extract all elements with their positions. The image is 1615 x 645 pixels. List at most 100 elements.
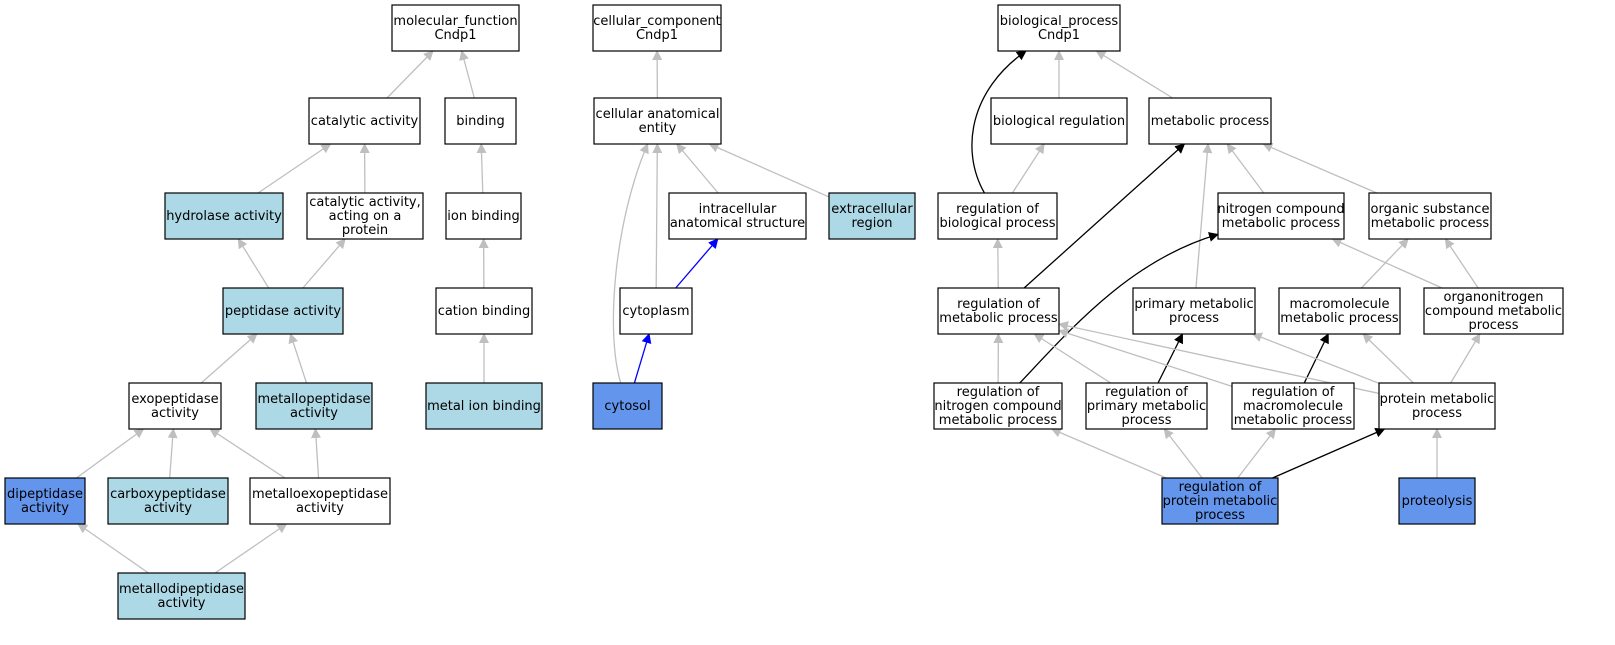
node-label-reg_nitro-line-0: regulation of (957, 385, 1040, 400)
edge-reg_macro-to-reg_metab (1058, 328, 1233, 387)
node-cation_binding[interactable]: cation binding (435, 287, 533, 335)
edge-protein_metab-to-reg_metab (1058, 321, 1380, 395)
node-box-bio_reg (990, 97, 1128, 145)
node-ion_binding[interactable]: ion binding (445, 192, 522, 240)
edge-dipeptidase-to-exopeptidase (76, 428, 145, 479)
node-label-cat_protein-line-1: acting on a (329, 209, 402, 224)
node-label-ion_binding-line-0: ion binding (447, 209, 519, 224)
node-label-reg_primary-line-2: process (1122, 413, 1172, 428)
node-label-metallodipep-line-0: metallodipeptidase (119, 582, 244, 597)
node-label-metalloexo-line-0: metalloexopeptidase (252, 487, 388, 502)
node-bio_reg[interactable]: biological regulation (990, 97, 1128, 145)
node-metal_ion[interactable]: metal ion binding (425, 382, 543, 430)
node-label-reg_nitro-line-2: metabolic process (939, 413, 1058, 428)
node-label-protein_metab-line-1: process (1412, 406, 1462, 421)
node-label-metal_ion-line-0: metal ion binding (427, 399, 541, 414)
edge-reg_nitro-to-nitro_metab (1019, 232, 1219, 384)
node-label-cat_protein-line-2: protein (342, 223, 388, 238)
edge-protein_metab-to-organonitro (1450, 333, 1481, 384)
node-metab[interactable]: metabolic process (1148, 97, 1272, 145)
node-label-reg_primary-line-1: primary metabolic (1087, 399, 1206, 414)
node-box-organonitro (1423, 287, 1564, 335)
node-box-ion_binding (445, 192, 522, 240)
node-label-cytoplasm-line-0: cytoplasm (622, 304, 689, 319)
node-cytoplasm[interactable]: cytoplasm (619, 287, 693, 335)
node-label-binding-line-0: binding (456, 114, 504, 129)
edge-metalloexo-to-exopeptidase (209, 428, 286, 479)
node-label-nitro_metab-line-0: nitrogen compound (1217, 202, 1344, 217)
node-label-bp_root-line-0: biological_process (1000, 14, 1119, 29)
node-box-org_sub (1368, 192, 1492, 240)
node-catalytic[interactable]: catalytic activity (308, 97, 421, 145)
edge-protein_metab-to-primary (1251, 332, 1380, 384)
edge-reg_bio-to-bp_root (971, 50, 1027, 194)
edge-hydrolase-to-catalytic (257, 143, 332, 194)
node-label-org_sub-line-1: metabolic process (1371, 216, 1490, 231)
edge-metalloexo-to-metallopeptidase (311, 428, 322, 479)
node-box-cell_anat (593, 97, 722, 145)
edge-cytoplasm-to-intracell (675, 238, 719, 289)
node-label-reg_bio-line-0: regulation of (956, 202, 1039, 217)
node-label-reg_macro-line-1: macromolecule (1243, 399, 1343, 414)
edge-ion_binding-to-binding (476, 143, 487, 194)
node-label-reg_protein-line-1: protein metabolic (1163, 494, 1278, 509)
edge-reg_protein-to-reg_primary (1163, 428, 1203, 479)
node-box-nitro_metab (1217, 192, 1345, 240)
edge-nitro_metab-to-metab (1226, 143, 1265, 194)
node-label-metab-line-0: metabolic process (1151, 114, 1270, 129)
node-box-protein_metab (1378, 382, 1496, 430)
node-peptidase[interactable]: peptidase activity (222, 287, 344, 335)
node-label-extracell-line-1: region (851, 216, 892, 231)
edge-macro-to-org_sub (1360, 238, 1409, 289)
node-cytosol[interactable]: cytosol (592, 382, 663, 430)
node-label-cat_protein-line-0: catalytic activity, (309, 195, 421, 210)
edge-reg_protein-to-reg_macro (1237, 428, 1276, 479)
node-box-reg_metab (937, 287, 1060, 335)
node-hydrolase[interactable]: hydrolase activity (164, 192, 284, 240)
node-box-cation_binding (435, 287, 533, 335)
edge-organonitro-to-nitro_metab (1331, 238, 1443, 289)
node-label-intracell-line-1: anatomical structure (670, 216, 805, 231)
node-label-cell_anat-line-1: entity (639, 121, 677, 136)
node-box-cytosol (592, 382, 663, 430)
node-proteolysis[interactable]: proteolysis (1398, 477, 1476, 525)
node-label-primary-line-1: process (1169, 311, 1219, 326)
node-label-metalloexo-line-1: activity (296, 501, 344, 516)
node-label-reg_protein-line-2: process (1195, 508, 1245, 523)
node-label-bp_root-line-1: Cndp1 (1038, 28, 1080, 43)
node-binding[interactable]: binding (444, 97, 517, 145)
node-label-reg_metab-line-1: metabolic process (939, 311, 1058, 326)
node-box-peptidase (222, 287, 344, 335)
edge-intracell-to-cell_anat (676, 143, 719, 194)
node-box-dipeptidase (4, 477, 86, 525)
node-label-peptidase-line-0: peptidase activity (225, 304, 342, 319)
node-label-reg_primary-line-0: regulation of (1105, 385, 1188, 400)
node-box-primary (1132, 287, 1256, 335)
